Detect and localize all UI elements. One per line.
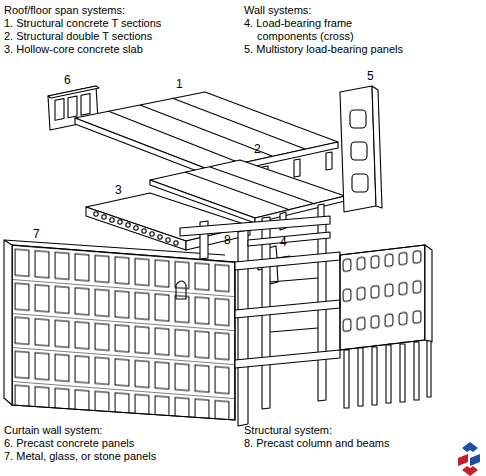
- callout-number: 2: [254, 143, 268, 156]
- caption-item: 3. Hollow-core concrete slab: [4, 43, 247, 56]
- caption-heading: Curtain wall system:: [4, 424, 234, 437]
- callout-number: 8: [224, 234, 238, 247]
- caption-item: 5. Multistory load-bearing panels: [244, 43, 486, 56]
- caption-heading: Roof/floor span systems:: [4, 4, 234, 17]
- caption-item: 7. Metal, glass, or stone panels: [4, 450, 247, 463]
- publisher-logo: [458, 442, 480, 476]
- caption-item: 2. Structural double T sections: [4, 30, 247, 43]
- caption-heading: Wall systems:: [244, 4, 474, 17]
- callout-number: 3: [115, 184, 129, 197]
- caption-item: 8. Precast column and beams: [244, 437, 457, 450]
- caption-item: 1. Structural concrete T sections: [4, 17, 247, 30]
- callout-number: 7: [33, 228, 47, 241]
- callout-number: 6: [64, 74, 78, 87]
- caption-item: 6. Precast concrete panels: [4, 437, 247, 450]
- caption-item: 4. Load-bearing frame components (cross): [244, 17, 407, 43]
- callout-number: 4: [280, 236, 294, 249]
- callout-number: 5: [367, 70, 381, 83]
- callout-number: 1: [176, 78, 190, 91]
- caption-heading: Structural system:: [244, 424, 444, 437]
